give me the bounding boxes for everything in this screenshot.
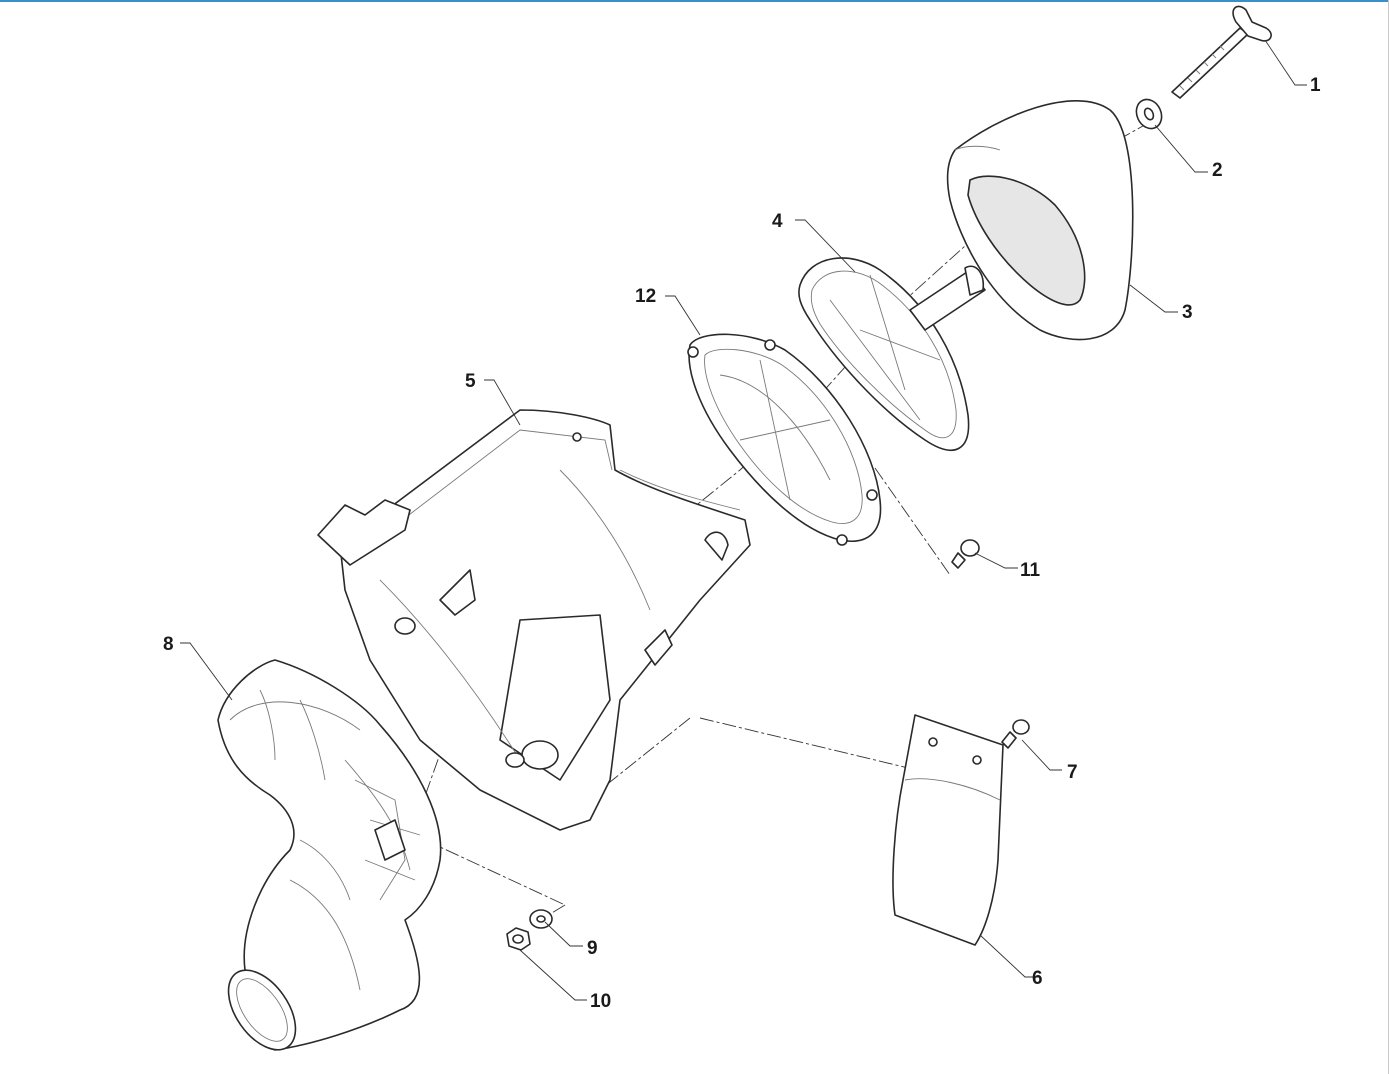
callout-11: 11 xyxy=(1020,560,1041,581)
part-airbox-housing[interactable] xyxy=(317,409,751,831)
part-intake-duct[interactable] xyxy=(215,659,442,1062)
header-accent-rule xyxy=(0,0,1389,2)
callout-2: 2 xyxy=(1212,160,1223,181)
part-screw-7[interactable] xyxy=(1001,719,1030,749)
callout-7: 7 xyxy=(1067,762,1078,783)
callout-1: 1 xyxy=(1310,75,1321,96)
part-washer[interactable] xyxy=(1132,95,1166,132)
callout-6: 6 xyxy=(1032,968,1043,989)
callout-5: 5 xyxy=(465,371,476,392)
callout-4: 4 xyxy=(772,211,783,232)
leader-lines xyxy=(180,39,1307,1001)
callout-9: 9 xyxy=(587,938,598,959)
callout-12: 12 xyxy=(635,286,656,307)
callout-3: 3 xyxy=(1182,302,1193,323)
part-screw-11[interactable] xyxy=(951,539,980,569)
callout-10: 10 xyxy=(590,991,611,1012)
part-nut-10[interactable] xyxy=(506,927,531,951)
part-filter-holder[interactable] xyxy=(687,333,882,546)
part-wing-bolt[interactable] xyxy=(1171,5,1272,99)
part-mud-flap[interactable] xyxy=(892,714,1004,946)
callout-numbers: 1 2 3 4 5 6 7 8 9 10 11 12 xyxy=(163,75,1321,1012)
part-foam-filter[interactable] xyxy=(946,100,1134,341)
part-filter-cage[interactable] xyxy=(798,257,986,451)
callout-8: 8 xyxy=(163,634,174,655)
